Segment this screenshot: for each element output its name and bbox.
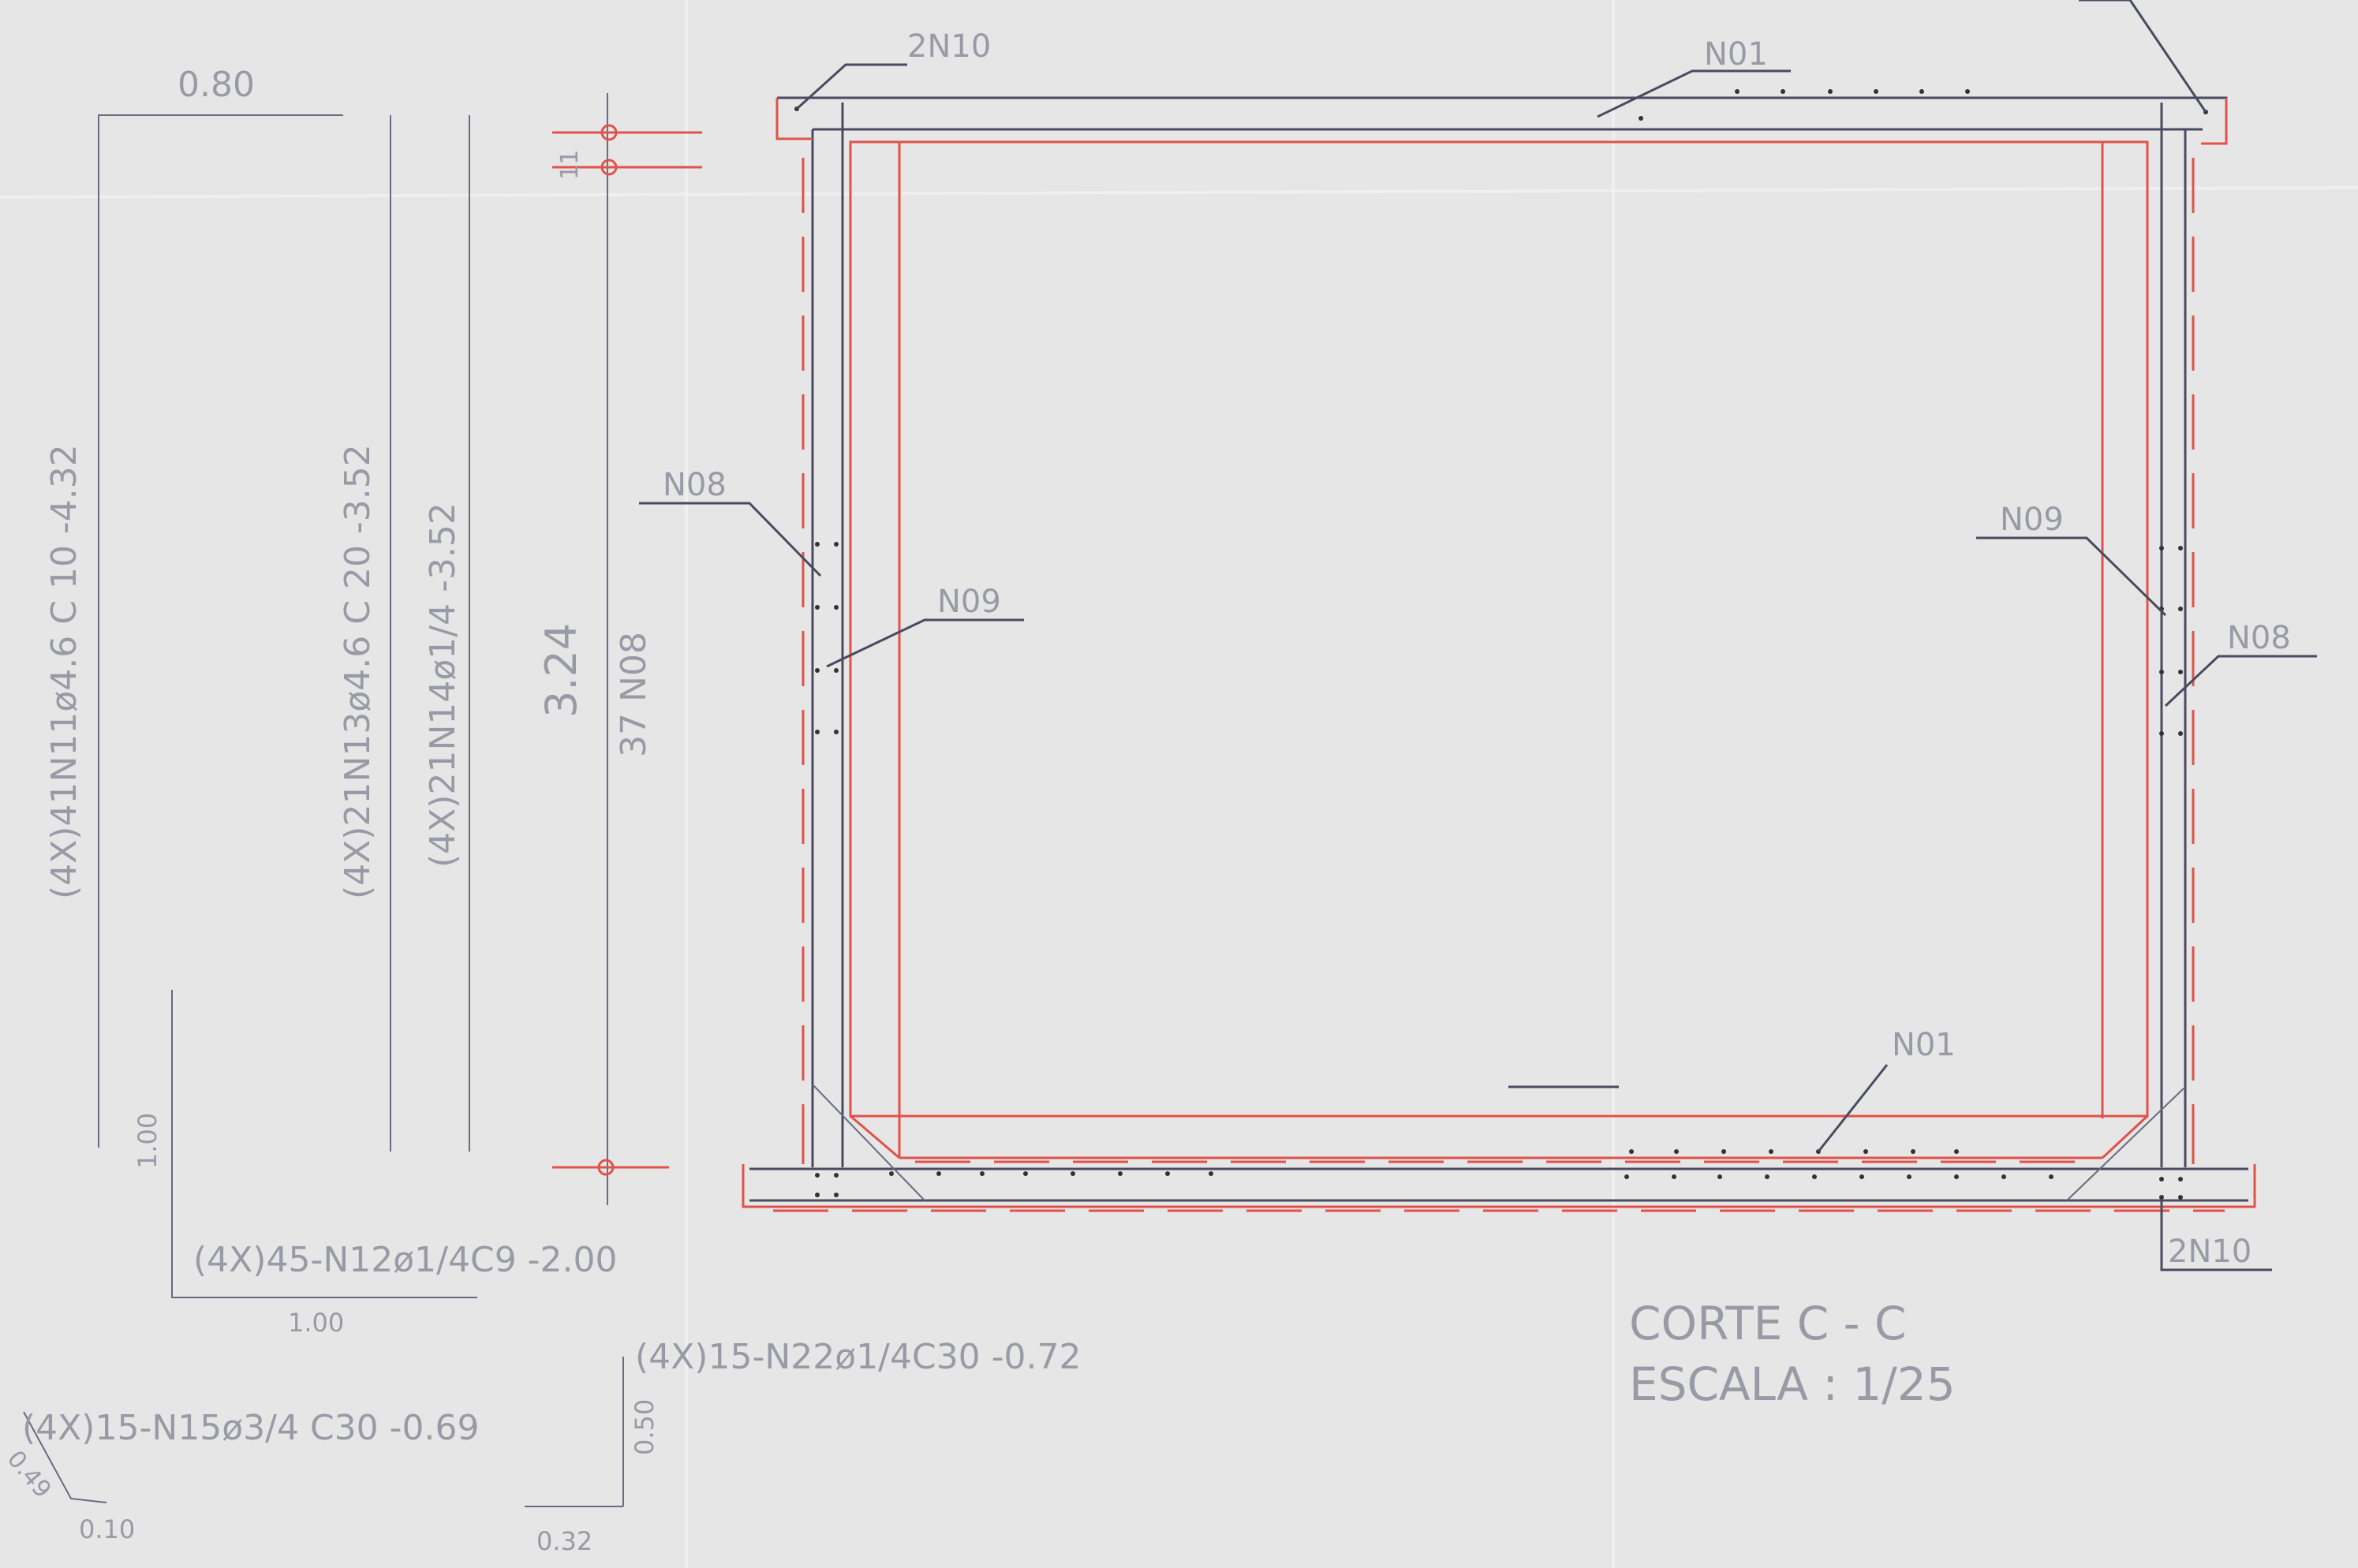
label-n01-bottom: N01 <box>1892 1027 1956 1063</box>
bar-n14-label: (4X)21N14ø1/4 -3.52 <box>423 502 463 868</box>
rebar-dots <box>794 89 2208 1200</box>
bar-n11-label: (4X)41N11ø4.6 C 10 -4.32 <box>44 444 84 899</box>
dim-010: 0.10 <box>79 1514 135 1544</box>
n08-count: 37 N08 <box>614 632 654 757</box>
dim-11: 11 <box>556 150 584 180</box>
label-n09-left: N09 <box>937 584 1001 620</box>
dim-100-h: 1.00 <box>288 1308 344 1338</box>
section-title: CORTE C - C <box>1629 1297 1907 1350</box>
label-n08-right: N08 <box>2227 620 2291 656</box>
dim-049: 0.49 <box>2 1446 57 1504</box>
dim-050: 0.50 <box>630 1399 660 1455</box>
rebar-labels: 2N10 N01 N08 N09 N09 N08 N01 2N10 <box>663 28 2291 1270</box>
title-block: CORTE C - C ESCALA : 1/25 <box>1629 1297 1956 1411</box>
label-2n10-top: 2N10 <box>907 28 991 65</box>
height-324: 3.24 <box>536 623 586 718</box>
dim-100-v: 1.00 <box>133 1113 163 1169</box>
bar-n12-label: (4X)45-N12ø1/4C9 -2.00 <box>193 1240 618 1280</box>
label-2n10-bottom: 2N10 <box>2168 1234 2251 1270</box>
bar-n13-label: (4X)21N13ø4.6 C 20 -3.52 <box>338 444 378 899</box>
section-frame <box>742 96 2256 1208</box>
dim-080: 0.80 <box>178 65 255 105</box>
label-n01-top: N01 <box>1704 36 1768 73</box>
label-n09-right: N09 <box>2000 502 2064 538</box>
dim-032: 0.32 <box>536 1526 592 1556</box>
bar-schedule <box>23 93 702 1507</box>
schedule-labels: (4X)41N11ø4.6 C 10 -4.32 (4X)21N13ø4.6 C… <box>2 65 1082 1556</box>
bar-n22-label: (4X)15-N22ø1/4C30 -0.72 <box>635 1337 1082 1377</box>
bar-n15-label: (4X)15-N15ø3/4 C30 -0.69 <box>22 1408 480 1448</box>
label-n08-left: N08 <box>663 467 727 503</box>
leader-lines <box>639 0 2317 1271</box>
formwork-lines <box>742 98 2256 1212</box>
scale-text: ESCALA : 1/25 <box>1629 1357 1956 1411</box>
